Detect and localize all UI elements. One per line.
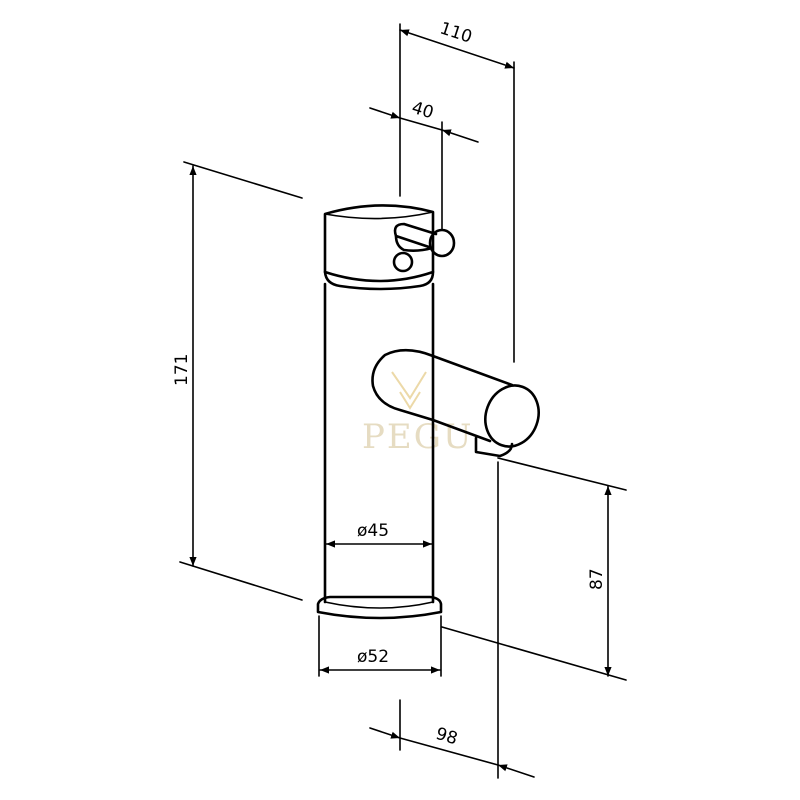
dim-label-40: 40 (409, 98, 436, 123)
dim-line-110 (399, 29, 515, 69)
dim-line-98 (369, 727, 401, 739)
watermark-text: PEGU (362, 417, 474, 457)
dim-label-171: 171 (172, 354, 192, 386)
watermark-logo: PEGU (362, 371, 474, 457)
faucet-body (316, 204, 540, 620)
body-column (323, 282, 435, 604)
dimension-labels: 110 40 171 ø45 ø52 87 98 (172, 18, 607, 749)
dim-label-d52: ø52 (357, 647, 389, 667)
dim-label-110: 110 (437, 18, 474, 47)
dim-label-98: 98 (433, 724, 460, 749)
base-ring (316, 595, 443, 620)
extension-lines (179, 23, 627, 779)
spout (371, 348, 540, 458)
lever-handle (392, 222, 456, 273)
dim-label-d45: ø45 (357, 521, 389, 541)
dim-line-40 (369, 107, 401, 119)
dimension-lines (189, 29, 612, 778)
dim-label-87: 87 (587, 568, 607, 590)
